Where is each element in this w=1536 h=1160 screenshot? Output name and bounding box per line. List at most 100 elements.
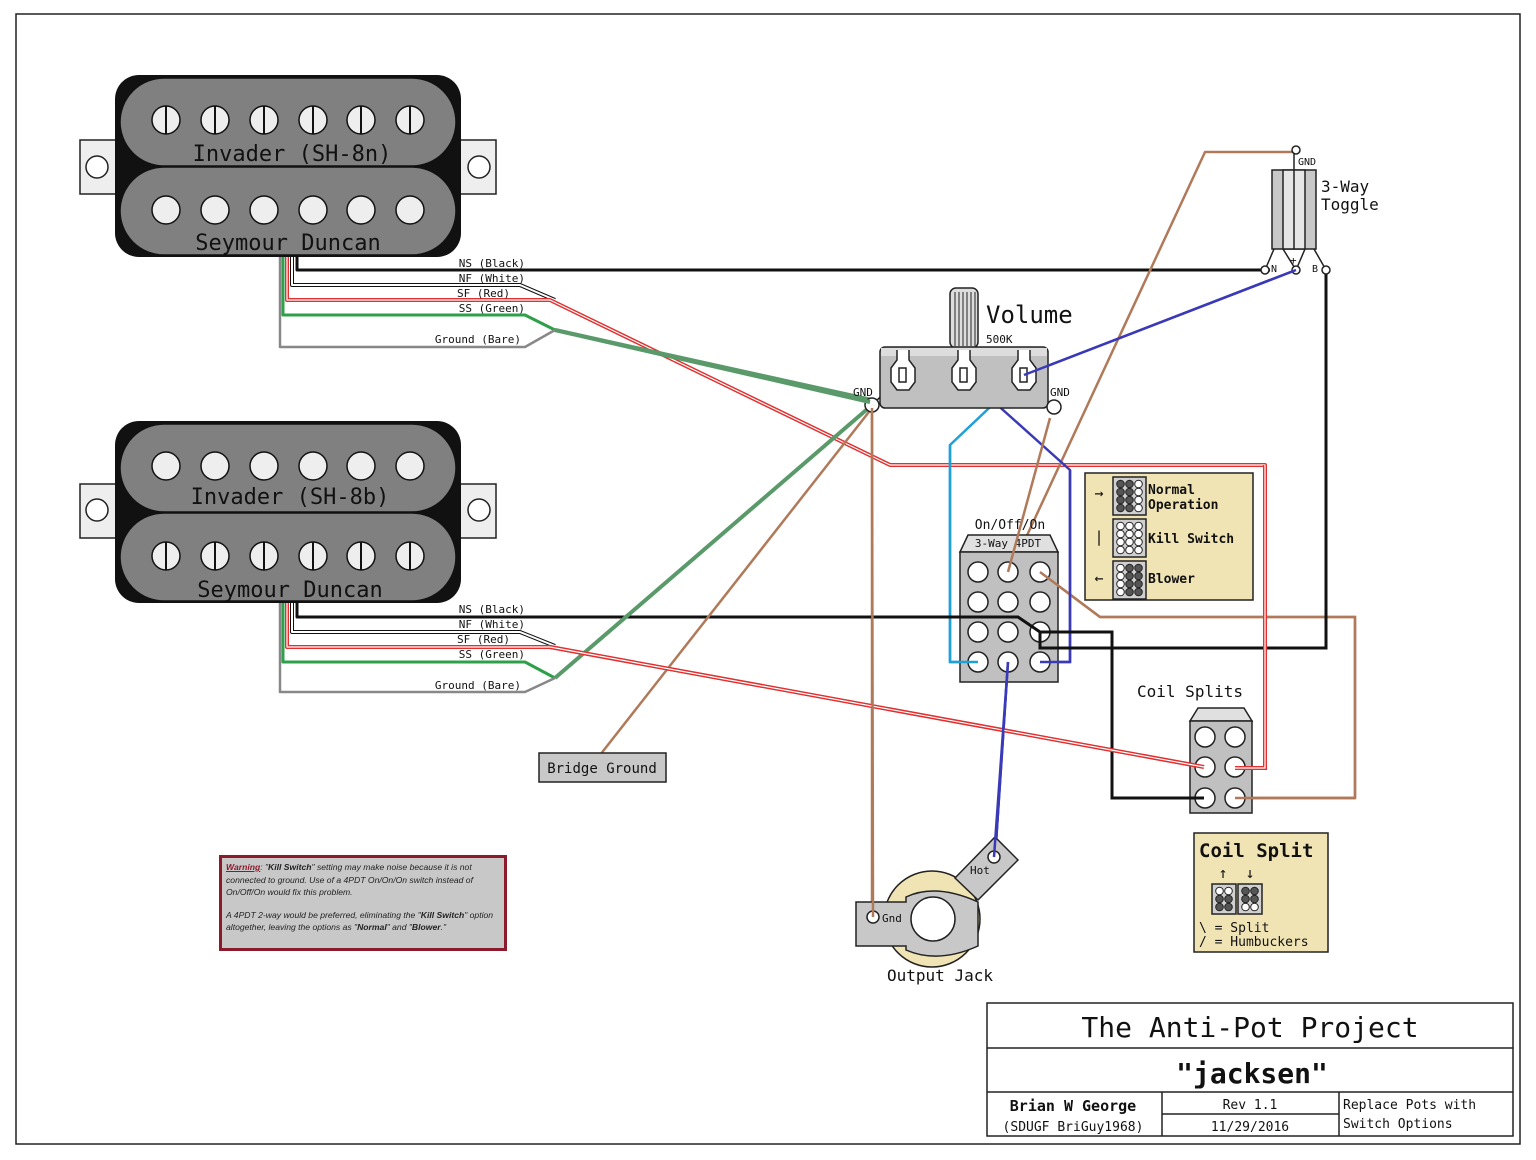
neck-wire-labels: NS (Black) NF (White) SF (Red) SS (Green… bbox=[435, 257, 525, 346]
pot-lug-icon bbox=[951, 350, 977, 391]
pole-piece-icon bbox=[249, 451, 279, 481]
legend-kill-label: Kill Switch bbox=[1148, 532, 1234, 547]
mounting-hole-icon bbox=[467, 498, 491, 522]
wire-label: Ground (Bare) bbox=[435, 333, 521, 346]
neck-nf-white-wire bbox=[291, 255, 556, 301]
coil-split-legend: Coil Split ↑ ↓ \ = Split / = Humbuckers bbox=[1193, 832, 1329, 953]
switch-lug-icon bbox=[967, 621, 989, 643]
bridge-pickup: Invader (SH-8b) Seymour Duncan bbox=[79, 421, 497, 603]
pickup-model-label: Invader (SH-8n) bbox=[193, 142, 392, 167]
jack-title: Output Jack bbox=[887, 966, 993, 985]
coil-splits-switch[interactable]: Coil Splits bbox=[1137, 682, 1254, 814]
bridge-ground-terminal: Bridge Ground bbox=[538, 752, 667, 783]
bridge-ground-brown-wire bbox=[599, 407, 873, 756]
arrow-up-icon: ↑ bbox=[1218, 864, 1227, 882]
pole-pieces-round bbox=[151, 195, 425, 225]
switch-lug-icon bbox=[967, 591, 989, 613]
pole-piece-icon bbox=[346, 195, 376, 225]
legend-normal-label-2: Operation bbox=[1148, 498, 1218, 513]
toggle-gnd-label: GND bbox=[1298, 157, 1316, 168]
three-way-toggle[interactable]: GND 3-Way Toggle N + B bbox=[1260, 145, 1379, 275]
pickup-model-label: Invader (SH-8b) bbox=[191, 485, 390, 510]
neck-pickup: Invader (SH-8n) Seymour Duncan bbox=[79, 75, 497, 257]
bridge-ground-box bbox=[538, 752, 667, 783]
pole-piece-icon bbox=[298, 195, 328, 225]
bridge-ss-green-wire bbox=[281, 603, 556, 680]
arrow-right-icon: → bbox=[1094, 484, 1103, 502]
pole-piece-icon bbox=[298, 451, 328, 481]
mounting-hole-icon bbox=[467, 155, 491, 179]
gnd-label-right: GND bbox=[1050, 386, 1070, 399]
toggle-gnd-lug bbox=[1291, 145, 1301, 155]
legend-humbucker-line: / = Humbuckers bbox=[1199, 935, 1309, 950]
coil-legend-title: Coil Split bbox=[1199, 840, 1313, 862]
wire-label: NF (White) bbox=[459, 272, 525, 285]
pickup-coil-top bbox=[119, 77, 457, 167]
jack-hole bbox=[910, 896, 956, 942]
date: 11/29/2016 bbox=[1211, 1120, 1289, 1135]
pole-piece-icon bbox=[395, 195, 425, 225]
pickup-brand-label: Seymour Duncan bbox=[195, 231, 380, 256]
switch-lug-icon bbox=[997, 621, 1019, 643]
pole-pieces-slotted bbox=[151, 105, 425, 135]
neck-ground-bare-wire bbox=[278, 255, 556, 349]
bridge-ground-bare-wire bbox=[278, 603, 556, 694]
jack-hot-label: Hot bbox=[970, 864, 990, 877]
jack-gnd-label: Gnd bbox=[882, 912, 902, 925]
toggle-plus-label: + bbox=[1290, 254, 1297, 267]
coil-splits-title: Coil Splits bbox=[1137, 682, 1243, 701]
switch-lug-icon bbox=[1224, 726, 1246, 748]
page-border bbox=[15, 13, 1521, 1145]
mounting-hole-icon bbox=[85, 498, 109, 522]
pot-gnd-lug-right bbox=[1046, 399, 1062, 415]
pot-lugs bbox=[890, 350, 1037, 391]
jack-hot-lug bbox=[953, 835, 1020, 902]
switch-position-legend: Normal Operation Kill Switch Blower → | … bbox=[1084, 472, 1254, 601]
project-title: The Anti-Pot Project bbox=[1081, 1011, 1418, 1044]
mounting-hole-icon bbox=[85, 155, 109, 179]
wire-label: Ground (Bare) bbox=[435, 679, 521, 692]
description-line1: Replace Pots with bbox=[1343, 1098, 1476, 1113]
pot-lug-icon bbox=[890, 350, 916, 391]
legend-split-line: \ = Split bbox=[1199, 921, 1269, 936]
pole-pieces-slotted bbox=[151, 541, 425, 571]
toggle-n-lug bbox=[1260, 265, 1270, 275]
switch-subtitle: 3-Way 4PDT bbox=[975, 537, 1042, 550]
pickup-coil-top bbox=[119, 423, 457, 513]
author-handle: (SDUGF BriGuy1968) bbox=[1003, 1120, 1144, 1135]
switch-lug-icon bbox=[1194, 726, 1216, 748]
pickup-coil-bottom bbox=[119, 166, 457, 256]
wire-label: SS (Green) bbox=[459, 302, 525, 315]
wire-label: NS (Black) bbox=[459, 603, 525, 616]
revision: Rev 1.1 bbox=[1223, 1098, 1278, 1113]
pot-lug-icon bbox=[1011, 350, 1037, 391]
pole-piece-icon bbox=[249, 195, 279, 225]
shaft-knurl bbox=[954, 292, 976, 346]
on-off-on-4pdt-switch[interactable]: On/Off/On 3-Way 4PDT bbox=[958, 518, 1060, 683]
toggle-n-label: N bbox=[1271, 264, 1277, 275]
pickup-coil-bottom bbox=[119, 512, 457, 602]
bridge-ground-label: Bridge Ground bbox=[547, 761, 657, 777]
wire-label: SS (Green) bbox=[459, 648, 525, 661]
output-jack[interactable]: Hot Gnd Output Jack bbox=[855, 835, 1020, 985]
volume-value: 500K bbox=[986, 333, 1013, 346]
legend-blower-label: Blower bbox=[1148, 572, 1195, 587]
bridge-wire-labels: NS (Black) NF (White) SF (Red) SS (Green… bbox=[435, 603, 525, 692]
pole-piece-icon bbox=[151, 195, 181, 225]
bridge-nf-white-wire bbox=[291, 603, 556, 647]
volume-pot[interactable]: Volume 500K GND GND bbox=[853, 287, 1073, 415]
warning-note: Warning: "Kill Switch" setting may make … bbox=[219, 855, 507, 951]
pole-pieces-round bbox=[151, 451, 425, 481]
switch-lug-icon bbox=[1029, 591, 1051, 613]
wire-label: NS (Black) bbox=[459, 257, 525, 270]
wire-label: SF (Red) bbox=[457, 287, 510, 300]
warning-label: Warning bbox=[226, 862, 261, 872]
pole-piece-icon bbox=[346, 451, 376, 481]
neck-ns-black-wire bbox=[295, 255, 1270, 272]
toggle-title-line2: Toggle bbox=[1321, 195, 1379, 214]
toggle-gnd-brown-wire bbox=[1008, 150, 1296, 573]
pole-piece-icon bbox=[151, 451, 181, 481]
legend-normal-label: Normal bbox=[1148, 483, 1195, 498]
arrow-down-icon: ↓ bbox=[1245, 864, 1254, 882]
